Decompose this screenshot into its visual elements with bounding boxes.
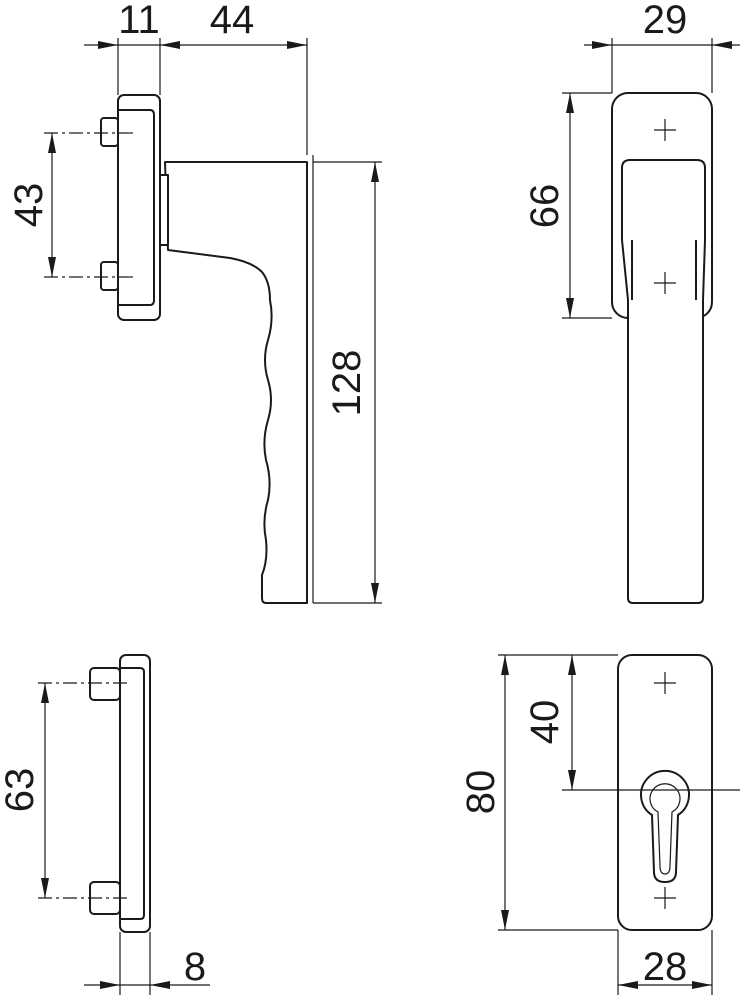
escutcheon-front-plate (617, 654, 713, 931)
dim-11: 11 (118, 0, 160, 42)
screw-mark-bottom (654, 887, 676, 909)
cylinder-keyhole (640, 769, 690, 883)
handle-body (164, 161, 308, 604)
escutcheon-pin-top (89, 667, 121, 701)
screw-mark-bottom (654, 272, 676, 294)
front-handle-body (621, 159, 706, 604)
dim-40: 40 (523, 700, 567, 745)
dim-44: 44 (210, 0, 255, 42)
handle-neck (159, 174, 169, 246)
rose-pin-bottom (100, 261, 119, 291)
escutcheon-front-view: 40 80 28 (459, 654, 740, 995)
dim-28: 28 (643, 945, 688, 989)
screw-mark-top (654, 119, 676, 141)
dim-29: 29 (643, 0, 688, 42)
dim-128: 128 (325, 350, 369, 417)
dim-80: 80 (459, 770, 503, 815)
handle-side-view: 11 44 43 128 (7, 0, 382, 604)
rose-pin-top (100, 117, 119, 147)
escutcheon-plate (119, 654, 151, 933)
rose-chamfer (118, 109, 155, 306)
dim-66: 66 (523, 184, 567, 229)
handle-front-view: 29 66 (523, 0, 740, 604)
escutcheon-side-view: 63 8 (0, 654, 210, 995)
screw-mark-top (654, 672, 676, 694)
dim-63: 63 (0, 768, 42, 813)
dim-8: 8 (184, 945, 206, 989)
dim-43: 43 (7, 183, 51, 228)
rose-plate (117, 94, 161, 321)
